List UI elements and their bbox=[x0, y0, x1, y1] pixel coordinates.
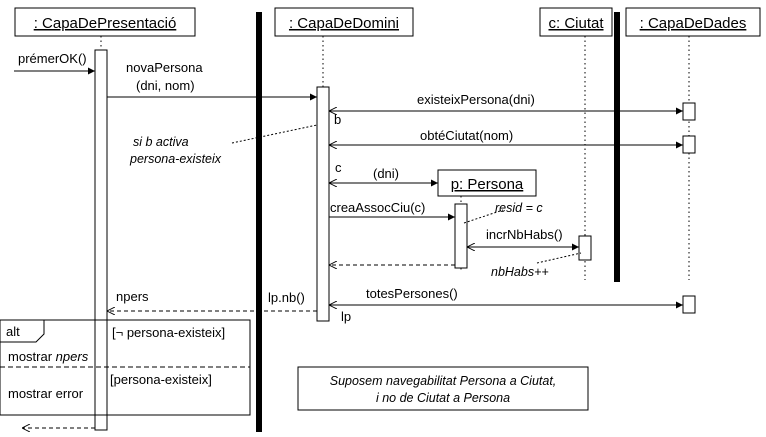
note-navegabilitat: Suposem navegabilitat Persona a Ciutat, … bbox=[297, 366, 589, 411]
activation-persona bbox=[454, 203, 468, 269]
message-label: (dni) bbox=[373, 166, 399, 181]
object-persona: p: Persona bbox=[437, 169, 537, 197]
note-connector bbox=[536, 252, 582, 264]
note-connector bbox=[231, 124, 318, 144]
note-resid: resid = c bbox=[495, 201, 543, 215]
activation-domini bbox=[316, 86, 330, 322]
message-label: lp.nb() bbox=[268, 290, 305, 305]
object-label: : CapaDeDomini bbox=[289, 15, 399, 32]
object-capa-presentacio: : CapaDePresentació bbox=[14, 7, 196, 37]
activation-dades-3 bbox=[682, 295, 696, 314]
note-nbhabs: nbHabs++ bbox=[491, 265, 549, 279]
note-connector bbox=[463, 209, 504, 224]
object-label: : CapaDeDades bbox=[640, 15, 747, 32]
alt-action-2: mostrar error bbox=[8, 386, 84, 401]
activation-ciutat bbox=[578, 235, 592, 261]
message-label: creaAssocCiu(c) bbox=[330, 200, 425, 215]
note-si-b-activa: si b activa bbox=[133, 135, 189, 149]
message-label: novaPersona bbox=[126, 60, 203, 75]
alt-guard-2: [persona-existeix] bbox=[110, 372, 212, 387]
activation-dades-2 bbox=[682, 135, 696, 154]
object-ciutat: c: Ciutat bbox=[539, 7, 613, 37]
layer-separator-1 bbox=[256, 12, 262, 432]
activation-dades-1 bbox=[682, 102, 696, 121]
note-line: Suposem navegabilitat Persona a Ciutat, bbox=[330, 374, 557, 388]
message-label: incrNbHabs() bbox=[486, 227, 563, 242]
object-label: p: Persona bbox=[451, 176, 524, 193]
return-label: c bbox=[335, 160, 342, 175]
object-capa-dades: : CapaDeDades bbox=[625, 7, 761, 37]
object-capa-domini: : CapaDeDomini bbox=[274, 7, 414, 37]
object-label: c: Ciutat bbox=[548, 15, 604, 32]
message-label: (dni, nom) bbox=[136, 78, 195, 93]
object-label: : CapaDePresentació bbox=[34, 15, 177, 32]
alt-guard-1: [¬ persona-existeix] bbox=[112, 325, 225, 340]
message-label: existeixPersona(dni) bbox=[417, 92, 535, 107]
message-label: prémerOK() bbox=[18, 51, 87, 66]
return-label: b bbox=[334, 112, 341, 127]
alt-fragment: alt [¬ persona-existeix] mostrar npers [… bbox=[0, 319, 251, 416]
note-line: i no de Ciutat a Persona bbox=[376, 391, 510, 405]
alt-action-1: mostrar npers bbox=[8, 349, 89, 364]
note-si-b-activa: persona-existeix bbox=[129, 152, 222, 166]
return-label: lp bbox=[341, 309, 351, 324]
message-label: obtéCiutat(nom) bbox=[420, 128, 513, 143]
layer-separator-2 bbox=[614, 12, 620, 282]
message-label: totesPersones() bbox=[366, 286, 458, 301]
return-label: npers bbox=[116, 289, 149, 304]
alt-operator: alt bbox=[6, 324, 20, 339]
activation-presentacio bbox=[94, 49, 108, 431]
